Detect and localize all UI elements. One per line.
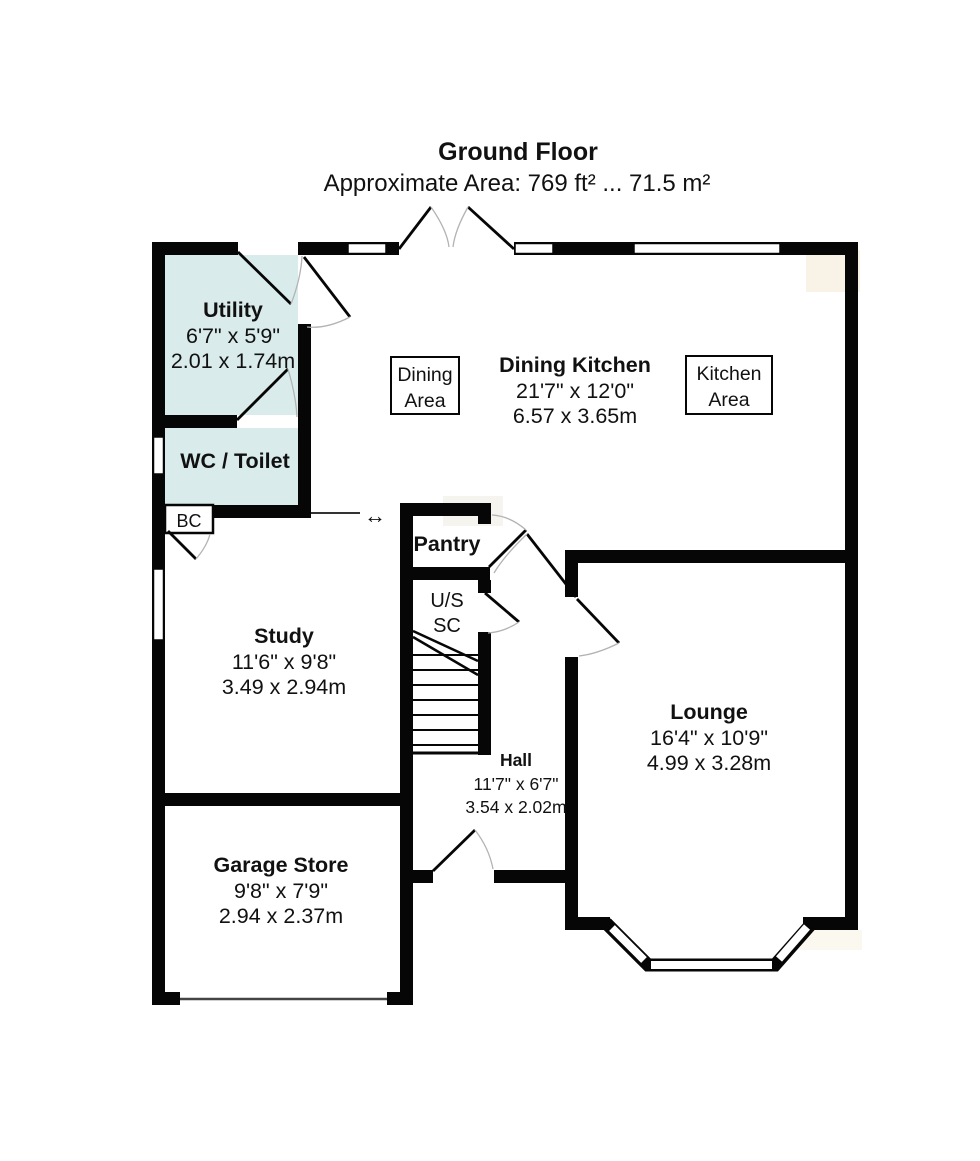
dining-kitchen-dims-imperial: 21'7" x 12'0" — [516, 379, 634, 403]
utility-label: Utility — [203, 298, 263, 322]
utility-kitchen-door — [302, 256, 352, 318]
window — [152, 568, 165, 641]
french-door-right — [467, 205, 515, 251]
utility-entrance-door — [237, 251, 292, 305]
watermark-smudge — [800, 930, 862, 950]
wall — [478, 632, 491, 755]
wall — [478, 503, 491, 524]
wc-door — [236, 368, 289, 421]
stairs — [412, 629, 479, 755]
wall — [400, 503, 413, 1005]
wall — [152, 793, 413, 806]
understairs-label: U/S — [430, 590, 463, 612]
lounge-door — [575, 598, 621, 644]
opening-width-arrow-icon: ↔ — [364, 503, 386, 528]
dining-kitchen-label: Dining Kitchen — [499, 353, 651, 377]
wall — [494, 870, 578, 883]
door-swing-arc — [195, 533, 211, 560]
dining-kitchen-dims-metric: 6.57 x 3.65m — [513, 404, 637, 428]
wall — [387, 992, 413, 1005]
front-door — [432, 828, 476, 873]
walls — [152, 242, 858, 1005]
page-subtitle: Approximate Area: 769 ft² ... 71.5 m² — [324, 170, 711, 197]
doors — [167, 205, 621, 873]
lounge-dims-metric: 4.99 x 3.28m — [647, 751, 771, 775]
wc-room-fill — [165, 428, 298, 505]
wall — [298, 324, 311, 518]
utility-dims-imperial: 6'7" x 5'9" — [186, 324, 280, 348]
windows — [152, 242, 781, 641]
door-swing-arc — [474, 829, 494, 870]
understairs-label: SC — [433, 615, 461, 637]
window — [347, 242, 387, 255]
lounge-label: Lounge — [670, 700, 748, 724]
wall — [565, 550, 858, 563]
lounge-dims-imperial: 16'4" x 10'9" — [650, 726, 768, 750]
french-door-left — [397, 206, 433, 250]
door-swing-arc — [487, 621, 520, 634]
wall — [152, 415, 237, 428]
stair-break-line — [412, 635, 479, 677]
window — [633, 242, 781, 255]
dining-area-label: Dining — [397, 364, 452, 386]
stair-break-line — [412, 629, 479, 663]
understairs-cupboard-door — [484, 591, 520, 624]
bc-label: BC — [176, 511, 201, 531]
bay-window-pane — [775, 924, 811, 962]
wc-label: WC / Toilet — [180, 449, 289, 473]
study-dims-imperial: 11'6" x 9'8" — [232, 650, 336, 674]
door-swing-arc — [452, 206, 469, 248]
hall-label: Hall — [500, 750, 532, 770]
area-boxes: Dining Area Kitchen Area — [390, 355, 773, 415]
bay-window-pane — [609, 925, 647, 963]
kitchen-area-label: Kitchen — [696, 363, 761, 385]
door-swing-arc — [290, 255, 303, 305]
wall — [413, 870, 433, 883]
door-swing-arc — [491, 514, 527, 531]
door-swing-arc — [287, 368, 298, 418]
kitchen-hall-door — [525, 533, 578, 598]
wall — [565, 657, 578, 918]
door-swing-arc — [306, 316, 351, 328]
wall — [565, 917, 610, 930]
garage-store-dims-imperial: 9'8" x 7'9" — [234, 879, 328, 903]
study-label: Study — [254, 624, 314, 648]
door-swing-arc — [493, 533, 528, 574]
garage-store-dims-metric: 2.94 x 2.37m — [219, 904, 343, 928]
utility-room-fill — [165, 255, 298, 415]
bc-cupboard — [163, 503, 215, 535]
door-swing-arc — [578, 642, 620, 657]
bc-cupboard-door — [167, 530, 197, 560]
wall — [152, 242, 238, 255]
garage-store-label: Garage Store — [213, 853, 348, 877]
door-swing-arc — [430, 206, 450, 248]
dining-area-box — [390, 356, 460, 415]
bay-window — [601, 917, 818, 972]
wall — [213, 505, 311, 518]
utility-dims-metric: 2.01 x 1.74m — [171, 349, 295, 373]
pantry-door — [488, 529, 527, 568]
page-title: Ground Floor — [438, 138, 598, 166]
wall — [400, 503, 490, 516]
room-fills — [165, 255, 298, 505]
hall-dims-metric: 3.54 x 2.02m — [465, 797, 566, 817]
pantry-label: Pantry — [414, 532, 481, 556]
kitchen-area-label: Area — [708, 389, 749, 411]
study-dims-metric: 3.49 x 2.94m — [222, 675, 346, 699]
wall — [400, 567, 490, 580]
kitchen-area-box — [685, 355, 773, 415]
window — [152, 436, 165, 475]
wall — [152, 992, 180, 1005]
hall-dims-imperial: 11'7" x 6'7" — [474, 774, 559, 794]
room-labels: Utility 6'7" x 5'9" 2.01 x 1.74m WC / To… — [171, 298, 771, 928]
window — [514, 242, 554, 255]
dining-area-label: Area — [404, 390, 445, 412]
wall — [845, 242, 858, 930]
wall — [478, 580, 491, 593]
